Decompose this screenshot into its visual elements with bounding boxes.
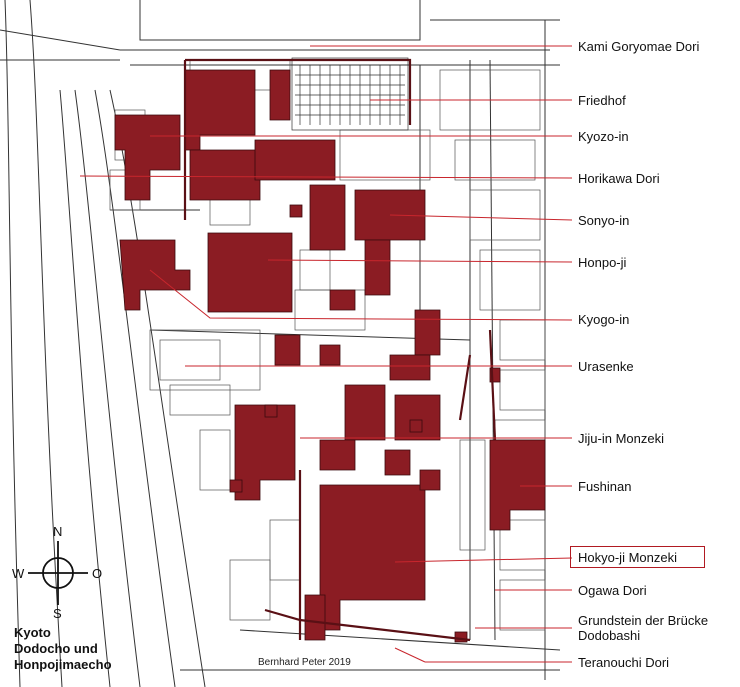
compass-north: N <box>53 524 63 539</box>
map-title-line3: Honpojimaecho <box>14 657 112 672</box>
label-kyozo-in: Kyozo-in <box>578 129 629 144</box>
label-kami-goryomae-dori: Kami Goryomae Dori <box>578 39 700 54</box>
label-horikawa-dori: Horikawa Dori <box>578 171 660 186</box>
label-fushinan: Fushinan <box>578 479 632 494</box>
compass-south: S <box>53 606 62 621</box>
map-title: Kyoto Dodocho und Honpojimaecho <box>14 625 112 673</box>
label-ogawa-dori: Ogawa Dori <box>578 583 647 598</box>
label-honpo-ji: Honpo-ji <box>578 255 627 270</box>
map-title-line1: Kyoto <box>14 625 51 640</box>
compass-west: W <box>12 566 25 581</box>
label-urasenke: Urasenke <box>578 359 634 374</box>
compass-east: O <box>92 566 103 581</box>
parcel-outlines <box>109 59 546 631</box>
map-credit: Bernhard Peter 2019 <box>258 657 351 668</box>
leader-lines <box>79 45 573 663</box>
label-kyogo-in: Kyogo-in <box>578 312 630 327</box>
label-hokyo-ji-monzeki: Hokyo-ji Monzeki <box>578 550 677 565</box>
label-sonyo-in: Sonyo-in <box>578 213 630 228</box>
highlight-box <box>570 546 705 568</box>
temple-buildings <box>114 69 546 643</box>
cemetery <box>291 57 409 131</box>
label-teranouchi-dori: Teranouchi Dori <box>578 655 670 670</box>
label-grundstein-dodobashi: Grundstein der Brücke Dodobashi <box>578 613 709 643</box>
label-jiju-in-monzeki: Jiju-in Monzeki <box>578 431 664 446</box>
label-friedhof: Friedhof <box>578 93 626 108</box>
map-title-line2: Dodocho und <box>14 641 98 656</box>
compass-rose <box>28 541 88 605</box>
